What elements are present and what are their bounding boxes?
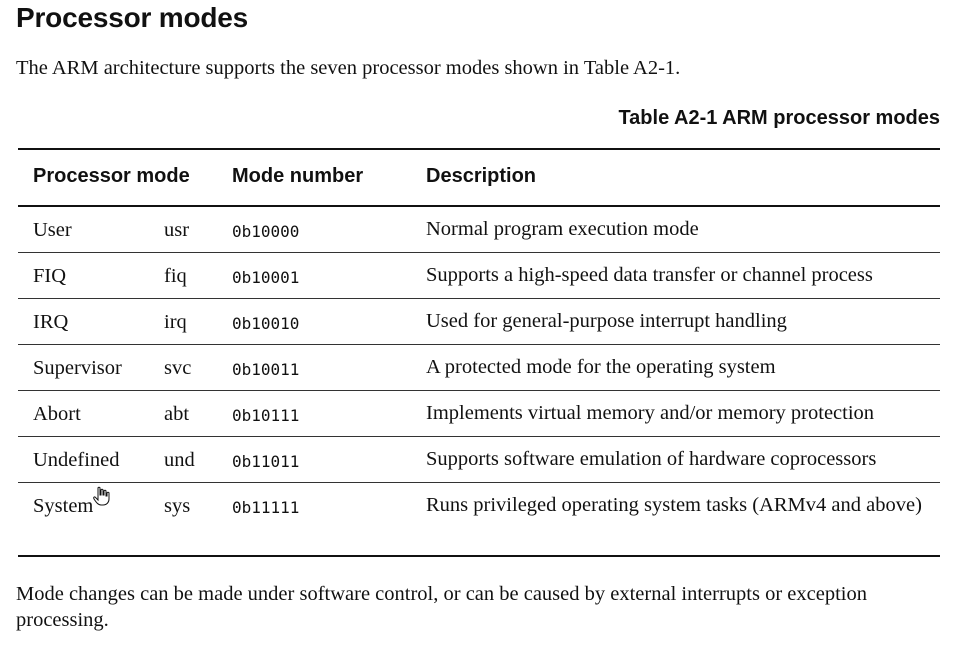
mode-number: 0b10111 xyxy=(232,406,300,425)
mode-abbreviation: irq xyxy=(164,311,187,333)
mode-number: 0b10000 xyxy=(232,222,300,241)
mode-description: Normal program execution mode xyxy=(426,218,699,240)
header-description: Description xyxy=(426,165,537,187)
table-row: Abort abt 0b10111 Implements virtual mem… xyxy=(18,391,940,437)
mode-description: Used for general-purpose interrupt handl… xyxy=(426,310,787,332)
mode-name: Supervisor xyxy=(33,357,122,379)
mode-number: 0b10001 xyxy=(232,268,300,287)
mode-abbreviation: sys xyxy=(164,495,191,517)
mode-name: System xyxy=(33,495,94,517)
mode-description: Runs privileged operating system tasks (… xyxy=(426,494,922,516)
closing-paragraph: Mode changes can be made under software … xyxy=(16,583,867,631)
table-row: FIQ fiq 0b10001 Supports a high-speed da… xyxy=(18,253,940,299)
hand-cursor-icon xyxy=(93,486,110,506)
mode-abbreviation: fiq xyxy=(164,265,187,287)
table-row: User usr 0b10000 Normal program executio… xyxy=(18,207,940,253)
mode-description: Implements virtual memory and/or memory … xyxy=(426,402,875,424)
mode-description: A protected mode for the operating syste… xyxy=(426,356,776,378)
header-mode-number: Mode number xyxy=(232,165,364,187)
table-row: IRQ irq 0b10010 Used for general-purpose… xyxy=(18,299,940,345)
processor-modes-table: Processor mode Mode number Description U… xyxy=(18,148,940,557)
mode-description: Supports a high-speed data transfer or c… xyxy=(426,264,873,286)
mode-description: Supports software emulation of hardware … xyxy=(426,448,877,470)
mode-abbreviation: und xyxy=(164,449,195,471)
mode-number: 0b10010 xyxy=(232,314,300,333)
mode-name: IRQ xyxy=(33,311,69,333)
table-row: Undefined und 0b11011 Supports software … xyxy=(18,437,940,483)
header-processor-mode: Processor mode xyxy=(33,165,190,187)
page-title: Processor modes xyxy=(16,2,248,33)
mode-number: 0b11111 xyxy=(232,498,300,517)
table-caption: Table A2-1 ARM processor modes xyxy=(618,107,940,129)
mode-abbreviation: abt xyxy=(164,403,190,425)
mode-name: Abort xyxy=(33,403,81,425)
table-header-row: Processor mode Mode number Description xyxy=(18,150,940,207)
mode-abbreviation: svc xyxy=(164,357,192,379)
mode-name: Undefined xyxy=(33,449,120,471)
intro-paragraph: The ARM architecture supports the seven … xyxy=(16,57,681,79)
mode-name: User xyxy=(33,219,72,241)
mode-number: 0b10011 xyxy=(232,360,300,379)
mode-name: FIQ xyxy=(33,265,67,287)
table-row: Supervisor svc 0b10011 A protected mode … xyxy=(18,345,940,391)
mode-number: 0b11011 xyxy=(232,452,300,471)
mode-abbreviation: usr xyxy=(164,219,190,241)
table-row: System sys 0b11111 Runs privileged opera… xyxy=(18,483,940,555)
